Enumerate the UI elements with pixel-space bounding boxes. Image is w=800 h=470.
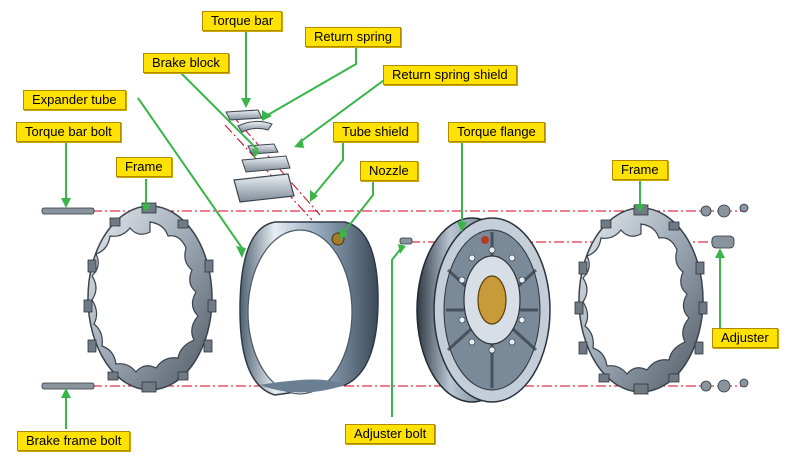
brake-block-parts (225, 109, 295, 203)
label-adjuster: Adjuster (712, 328, 778, 348)
expander-tube (239, 221, 379, 396)
label-adjuster-bolt: Adjuster bolt (345, 424, 436, 444)
hardware (41, 203, 749, 393)
label-torque-bar-bolt: Torque bar bolt (16, 122, 121, 142)
label-brake-block: Brake block (143, 53, 229, 73)
label-frame-right: Frame (612, 160, 668, 180)
label-frame-left: Frame (116, 157, 172, 177)
right-frame (574, 204, 708, 395)
left-frame (83, 202, 217, 393)
torque-flange (416, 217, 551, 403)
label-brake-frame-bolt: Brake frame bolt (17, 431, 131, 451)
label-expander-tube: Expander tube (23, 90, 126, 110)
leader-lines (65, 30, 721, 429)
label-torque-bar: Torque bar (202, 11, 283, 31)
label-nozzle: Nozzle (360, 161, 418, 181)
label-return-spring-shield: Return spring shield (383, 65, 517, 85)
label-torque-flange: Torque flange (448, 122, 545, 142)
leader-arrowheads (61, 98, 725, 398)
label-return-spring: Return spring (305, 27, 402, 47)
label-tube-shield: Tube shield (333, 122, 418, 142)
